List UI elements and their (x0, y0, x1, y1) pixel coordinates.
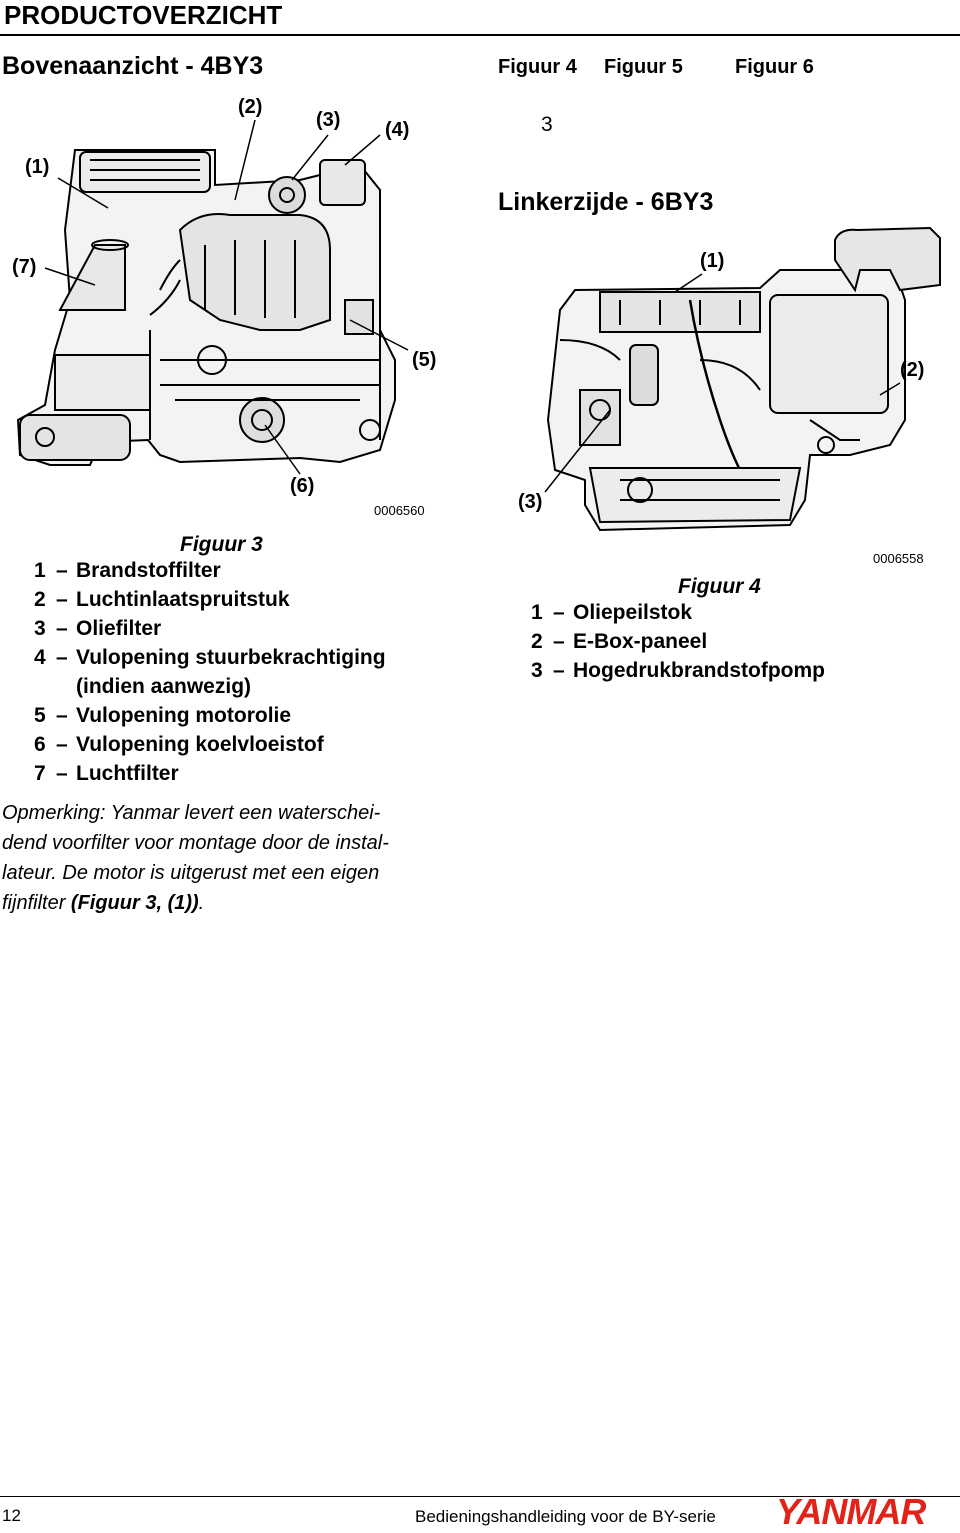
legend-item: 1–Brandstoffilter (34, 559, 221, 583)
top-callout-2: (2) (238, 96, 263, 118)
legend-item-text: Hogedrukbrandstofpomp (573, 659, 825, 682)
legend-item-number: 4 (34, 646, 46, 669)
figure-link-5[interactable]: Figuur 5 (604, 56, 683, 78)
note-line: fijnfilter (Figuur 3, (1)). (2, 888, 472, 918)
legend-item-text: Oliefilter (76, 617, 162, 640)
legend-item-text: Luchtinlaatspruitstuk (76, 588, 290, 611)
left-callout-1: (1) (700, 250, 725, 272)
stray-number: 3 (541, 113, 553, 136)
left-callout-2: (2) (900, 359, 925, 381)
note-line: lateur. De motor is uitgerust met een ei… (2, 862, 380, 884)
legend-item: 5–Vulopening motorolie (34, 704, 291, 728)
top-view-title: Bovenaanzicht - 4BY3 (2, 52, 264, 80)
legend-item-dash: – (56, 617, 68, 640)
top-view-code: 0006560 (374, 503, 425, 518)
left-callout-3: (3) (518, 491, 543, 513)
legend-item: 3–Oliefilter (34, 617, 161, 641)
figure-link-4[interactable]: Figuur 4 (498, 56, 577, 78)
top-callout-3: (3) (316, 109, 341, 131)
legend-item-dash: – (56, 646, 68, 669)
legend-item: 2–Luchtinlaatspruitstuk (34, 588, 290, 612)
legend-item-text: Brandstoffilter (76, 559, 221, 582)
legend-item-number: 2 (34, 588, 46, 611)
legend-item-number: 5 (34, 704, 46, 727)
legend-item-text: Oliepeilstok (573, 601, 693, 624)
legend-item: 6–Vulopening koelvloeistof (34, 733, 324, 757)
legend-item-text: Vulopening motorolie (76, 704, 292, 727)
legend-item-text: Luchtfilter (76, 762, 179, 785)
note-line: dend voorfilter voor montage door de ins… (2, 832, 389, 854)
footer-document-title: Bedieningshandleiding voor de BY-serie (415, 1507, 716, 1526)
page-header-title: PRODUCTOVERZICHT (4, 0, 283, 30)
legend-item-number: 6 (34, 733, 46, 756)
top-callout-6: (6) (290, 475, 315, 497)
legend-item-dash: – (56, 704, 68, 727)
legend-item-text: Vulopening stuurbekrachtiging (76, 646, 386, 669)
note-paragraph: Opmerking: Yanmar levert een waterschei-… (2, 798, 472, 918)
figure-link-6[interactable]: Figuur 6 (735, 56, 814, 78)
legend-item: 3–Hogedrukbrandstofpomp (531, 659, 825, 683)
legend-item-number: 2 (531, 630, 543, 653)
page-number: 12 (2, 1506, 21, 1525)
legend-item-number: 3 (34, 617, 46, 640)
legend-item: 2–E-Box-paneel (531, 630, 707, 654)
figure3-caption: Figuur 3 (180, 533, 263, 556)
top-callout-5: (5) (412, 349, 437, 371)
legend-item-dash: – (56, 559, 68, 582)
left-view-code: 0006558 (873, 551, 924, 566)
top-callout-4: (4) (385, 119, 410, 141)
legend-item-dash: – (56, 733, 68, 756)
legend-item-dash: – (56, 588, 68, 611)
legend-item-number: 3 (531, 659, 543, 682)
legend-item: 7–Luchtfilter (34, 762, 179, 786)
header-rule (0, 34, 960, 36)
legend-item-number: 1 (34, 559, 46, 582)
note-line: Opmerking: Yanmar levert een waterschei- (2, 802, 381, 824)
legend-item-text: Vulopening koelvloeistof (76, 733, 324, 756)
legend-item-dash: – (553, 601, 565, 624)
note-period: . (198, 892, 205, 914)
legend-item-number: 1 (531, 601, 543, 624)
legend-item-text: (indien aanwezig) (76, 675, 252, 698)
legend-item-text: E-Box-paneel (573, 630, 708, 653)
note-last-text: fijnfilter (2, 892, 71, 914)
legend-item: (indien aanwezig) (34, 675, 251, 699)
top-callout-7: (7) (12, 256, 37, 278)
legend-item-number: 7 (34, 762, 46, 785)
legend-item: 4–Vulopening stuurbekrachtiging (34, 646, 386, 670)
top-callout-1: (1) (25, 156, 50, 178)
note-figure-reference[interactable]: (Figuur 3, (1)) (70, 892, 199, 914)
legend-item: 1–Oliepeilstok (531, 601, 692, 625)
legend-item-dash: – (553, 630, 565, 653)
figure4-caption: Figuur 4 (678, 575, 761, 598)
legend-item-dash: – (56, 762, 68, 785)
legend-item-dash: – (553, 659, 565, 682)
left-view-title: Linkerzijde - 6BY3 (498, 188, 714, 216)
footer-rule (0, 1496, 960, 1497)
yanmar-logo: YANMAR (776, 1491, 926, 1532)
